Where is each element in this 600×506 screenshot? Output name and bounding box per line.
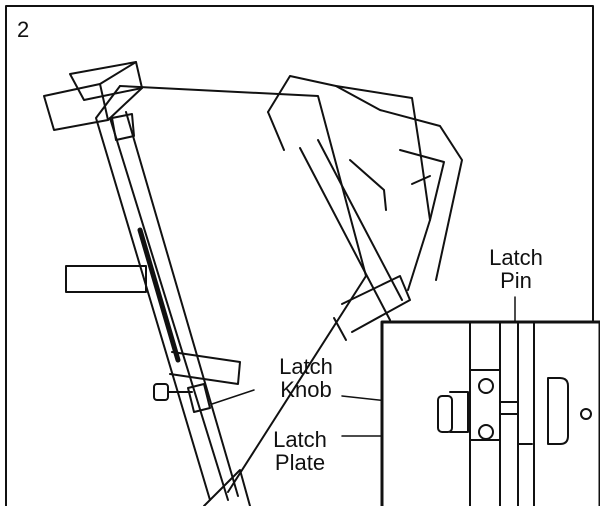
step-number: 2 xyxy=(17,17,30,42)
latch-pin-label: Latch Pin xyxy=(478,246,554,292)
latch-pin-label-line1: Latch xyxy=(489,245,543,270)
treadmill-deck xyxy=(95,85,367,501)
inset-border xyxy=(380,320,600,506)
side-support-bar xyxy=(65,265,147,293)
latch-plate-label: Latch Plate xyxy=(250,428,350,474)
latch-knob-label-line2: Knob xyxy=(280,377,332,402)
base-foot xyxy=(203,469,251,506)
rear-crossbar xyxy=(169,351,241,385)
latch-knob-label-line1: Latch xyxy=(279,354,333,379)
latch-knob-part xyxy=(153,383,193,401)
latch-knob-label: Latch Knob xyxy=(256,355,356,401)
leader-latch-deck xyxy=(211,389,255,405)
latch-plate-label-line1: Latch xyxy=(273,427,327,452)
treadmill-console xyxy=(267,75,463,321)
latch-pin-label-line2: Pin xyxy=(500,268,532,293)
figure-border xyxy=(5,5,594,506)
handrail xyxy=(333,275,411,341)
latch-plate-part xyxy=(187,383,211,413)
deck-end-cap xyxy=(43,61,143,141)
latch-plate-label-line2: Plate xyxy=(274,450,326,475)
latch-detail-inset xyxy=(380,320,600,506)
